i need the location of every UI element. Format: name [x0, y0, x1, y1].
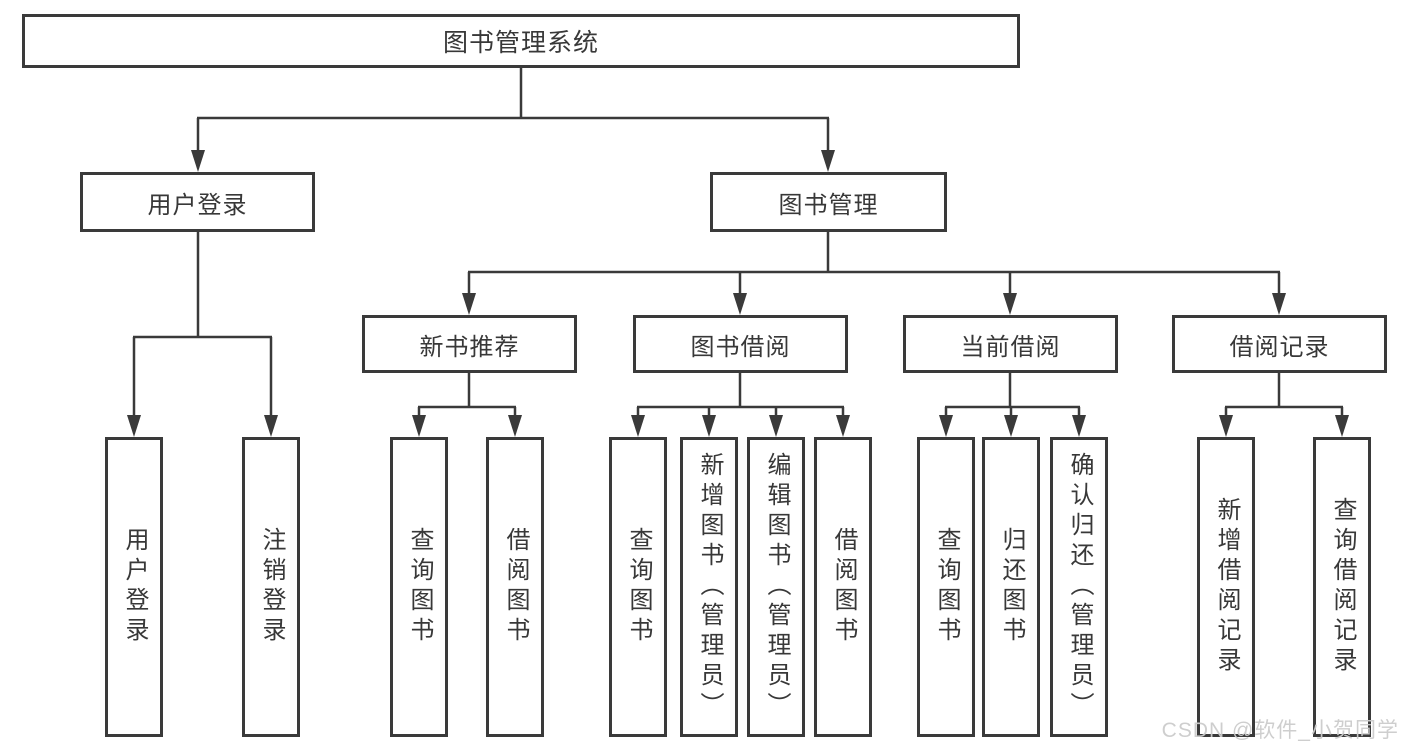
leaf-query-books-borrowing: 查询图书 [609, 437, 667, 737]
leaf-borrow-books-borrowing: 借阅图书 [814, 437, 872, 737]
node-book-management-group: 图书管理 [710, 172, 947, 232]
csdn-watermark: CSDN @软件_小贺同学 [1161, 719, 1399, 742]
node-user-login-group: 用户登录 [80, 172, 315, 232]
leaf-edit-book-admin: 编辑图书（管理员） [747, 437, 805, 737]
node-new-book-recommend: 新书推荐 [362, 315, 577, 373]
leaf-query-books-current: 查询图书 [917, 437, 975, 737]
leaf-return-book: 归还图书 [982, 437, 1040, 737]
node-book-management-system: 图书管理系统 [22, 14, 1020, 68]
leaf-borrow-books-recommend: 借阅图书 [486, 437, 544, 737]
leaf-user-login: 用户登录 [105, 437, 163, 737]
node-borrowing-records: 借阅记录 [1172, 315, 1387, 373]
leaf-add-book-admin: 新增图书（管理员） [680, 437, 738, 737]
leaf-logout: 注销登录 [242, 437, 300, 737]
node-book-borrowing: 图书借阅 [633, 315, 848, 373]
leaf-add-borrow-record: 新增借阅记录 [1197, 437, 1255, 737]
leaf-confirm-return-admin: 确认归还（管理员） [1050, 437, 1108, 737]
node-current-borrowing: 当前借阅 [903, 315, 1118, 373]
leaf-query-books-recommend: 查询图书 [390, 437, 448, 737]
leaf-query-borrow-record: 查询借阅记录 [1313, 437, 1371, 737]
